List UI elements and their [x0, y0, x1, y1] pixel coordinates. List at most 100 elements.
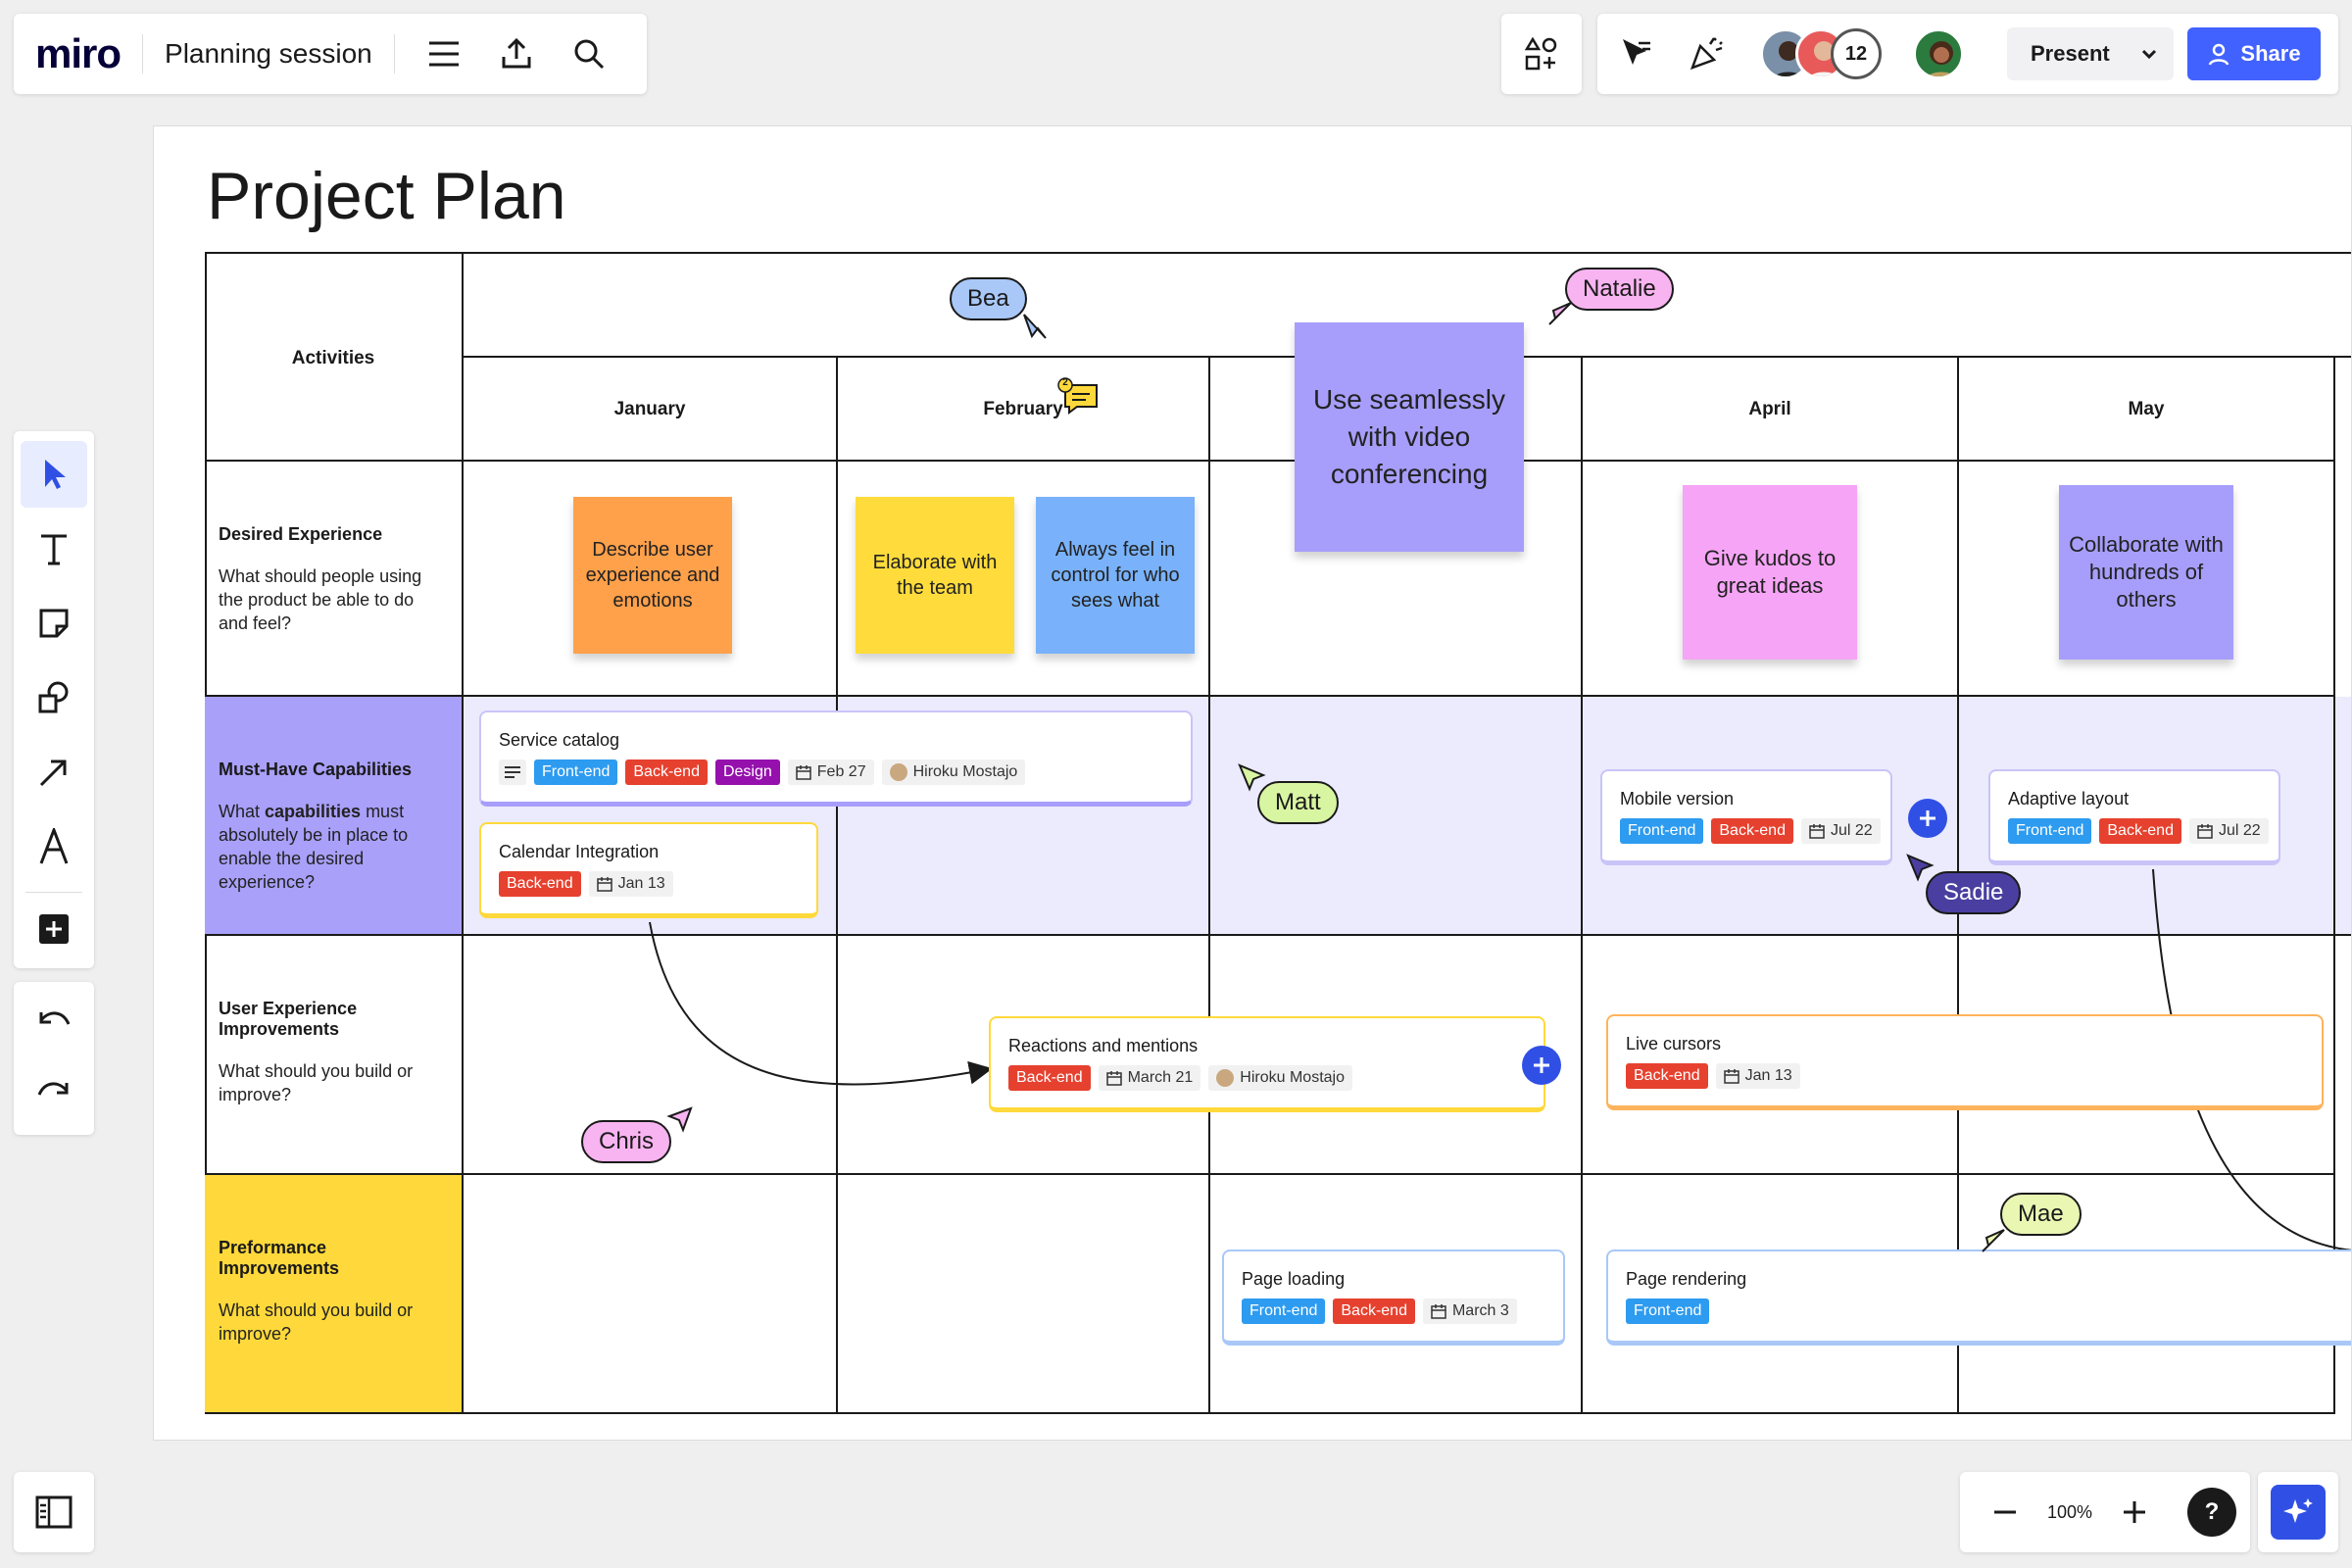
avatar[interactable]	[1913, 28, 1964, 79]
sticky-note-icon	[37, 607, 71, 640]
task-card[interactable]: Mobile version Front-end Back-end Jul 22	[1600, 769, 1892, 865]
left-toolbar	[14, 431, 94, 968]
share-button[interactable]: Share	[2187, 27, 2321, 80]
tag-design: Design	[714, 760, 780, 785]
row-description: What capabilities must absolutely be in …	[219, 802, 409, 892]
task-card[interactable]: Page rendering Front-end	[1606, 1250, 2351, 1346]
celebrate-icon[interactable]	[1688, 33, 1727, 73]
sticky-note[interactable]: Describe user experience and emotions	[573, 497, 732, 654]
task-card[interactable]: Calendar Integration Back-end Jan 13	[479, 822, 818, 918]
pen-icon	[37, 828, 71, 865]
cursor-pointer-icon	[666, 1106, 693, 1133]
row-description: What should you build or improve?	[219, 1061, 414, 1104]
board-frame: Project Plan Activities January February…	[153, 125, 2352, 1441]
calendar-icon	[2197, 824, 2213, 839]
due-date: March 3	[1422, 1298, 1517, 1324]
tag-backend: Back-end	[1008, 1065, 1091, 1091]
description-icon	[499, 760, 526, 785]
tag-frontend: Front-end	[1626, 1298, 1710, 1324]
due-date: Jul 22	[1800, 818, 1881, 844]
row-title: User Experience Improvements	[219, 999, 358, 1039]
calendar-icon	[596, 877, 612, 892]
tag-backend: Back-end	[1333, 1298, 1415, 1324]
collaborator-count-badge[interactable]: 12	[1831, 28, 1882, 79]
cursor-label-mae: Mae	[2000, 1193, 2082, 1236]
grid-cell	[838, 462, 1210, 697]
row-header-desired-experience: Desired Experience What should people us…	[205, 462, 464, 697]
undo-button[interactable]	[21, 990, 87, 1056]
present-button[interactable]: Present	[2007, 27, 2174, 80]
chevron-down-icon[interactable]	[2134, 39, 2164, 69]
sticky-note[interactable]: Give kudos to great ideas	[1683, 485, 1857, 660]
ai-assist-button[interactable]	[2258, 1472, 2338, 1552]
divider	[25, 892, 82, 893]
due-date: Jan 13	[588, 871, 673, 897]
task-card[interactable]: Page loading Front-end Back-end March 3	[1222, 1250, 1565, 1346]
help-button[interactable]: ?	[2187, 1488, 2236, 1537]
task-card[interactable]: Service catalog Front-end Back-end Desig…	[479, 710, 1193, 807]
grid-cell	[464, 1175, 838, 1414]
miro-logo[interactable]: miro	[35, 30, 122, 76]
plus-icon	[1920, 810, 1936, 826]
zoom-out-icon[interactable]	[1978, 1485, 2033, 1540]
sticky-note[interactable]: Elaborate with the team	[856, 497, 1014, 654]
sticky-note-tool[interactable]	[21, 590, 87, 657]
add-card-button[interactable]	[1908, 799, 1947, 838]
month-cell: May	[1959, 356, 2335, 462]
activities-header-cell: Activities	[205, 252, 464, 462]
page-title: Project Plan	[207, 159, 566, 233]
cursor-label-chris: Chris	[581, 1120, 672, 1163]
sticky-note[interactable]: Collaborate with hundreds of others	[2059, 485, 2233, 660]
divider	[393, 34, 395, 74]
assignee: Hiroku Mostajo	[1208, 1065, 1352, 1091]
cursor-pointer-icon	[1548, 302, 1572, 325]
export-icon[interactable]	[489, 26, 544, 81]
due-date: March 21	[1098, 1065, 1201, 1091]
redo-button[interactable]	[21, 1060, 87, 1127]
cursor-label-sadie: Sadie	[1926, 871, 2022, 914]
month-cell: February	[838, 356, 1210, 462]
comment-icon[interactable]	[1057, 377, 1101, 416]
calendar-icon	[1723, 1069, 1740, 1084]
row-title: Desired Experience	[219, 524, 383, 544]
add-icon	[38, 913, 70, 945]
month-label: May	[2128, 399, 2165, 419]
sparkles-icon	[2271, 1485, 2326, 1540]
pen-tool[interactable]	[21, 813, 87, 880]
task-card[interactable]: Live cursors Back-end Jan 13	[1606, 1014, 2324, 1110]
sidebar-icon	[35, 1495, 73, 1529]
month-label: February	[983, 399, 1063, 419]
board-title[interactable]: Planning session	[165, 38, 372, 69]
due-date: Jul 22	[2188, 818, 2269, 844]
month-label: January	[613, 399, 686, 419]
menu-icon[interactable]	[416, 26, 471, 81]
row-title: Must-Have Capabilities	[219, 760, 413, 779]
cursor-follow-icon[interactable]	[1617, 33, 1656, 73]
cursor-pointer-icon	[1982, 1229, 2005, 1252]
month-cell: April	[1583, 356, 1959, 462]
cursor-label-natalie: Natalie	[1565, 268, 1674, 311]
card-title: Service catalog	[499, 730, 620, 750]
task-card[interactable]: Adaptive layout Front-end Back-end Jul 2…	[1988, 769, 2280, 865]
grid-cell	[2335, 697, 2351, 936]
row-title: Preformance Improvements	[219, 1238, 340, 1278]
assignee: Hiroku Mostajo	[881, 760, 1026, 785]
task-card[interactable]: Reactions and mentions Back-end March 21…	[989, 1016, 1545, 1112]
sticky-note[interactable]: Use seamlessly with video conferencing	[1295, 322, 1524, 552]
avatar	[889, 763, 907, 781]
apps-button[interactable]	[1501, 14, 1582, 94]
select-tool[interactable]	[21, 441, 87, 508]
connector-tool[interactable]	[21, 739, 87, 806]
frames-panel-button[interactable]	[14, 1472, 94, 1552]
history-toolbar	[14, 982, 94, 1135]
redo-icon	[37, 1079, 71, 1108]
sticky-note[interactable]: Always feel in control for who sees what	[1036, 497, 1195, 654]
shapes-tool[interactable]	[21, 664, 87, 731]
zoom-level[interactable]: 100%	[2046, 1501, 2093, 1522]
text-tool[interactable]	[21, 515, 87, 582]
zoom-in-icon[interactable]	[2107, 1485, 2162, 1540]
row-header-performance: Preformance Improvements What should you…	[205, 1175, 464, 1414]
add-card-button[interactable]	[1522, 1046, 1561, 1085]
search-icon[interactable]	[562, 26, 616, 81]
more-tools-button[interactable]	[21, 896, 87, 962]
